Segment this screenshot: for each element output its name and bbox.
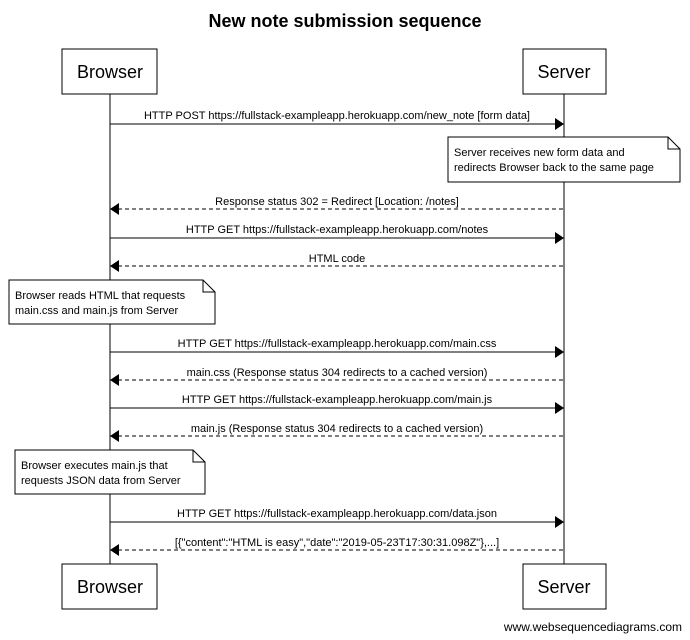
note-2-line-1: Browser reads HTML that requests [15, 290, 186, 302]
arrowhead-icon [555, 232, 564, 244]
message-5-label: HTTP GET https://fullstack-exampleapp.he… [178, 338, 497, 350]
browser-actor-bottom: Browser [61, 563, 158, 610]
note-server-redirect: Server receives new form data and redire… [447, 136, 681, 183]
footer-watermark[interactable]: www.websequencediagrams.com [503, 620, 682, 634]
message-10: [{"content":"HTML is easy","date":"2019-… [110, 537, 564, 556]
message-2-label: Response status 302 = Redirect [Location… [215, 196, 459, 208]
browser-actor-top-label: Browser [77, 62, 143, 82]
message-10-label: [{"content":"HTML is easy","date":"2019-… [175, 537, 499, 549]
message-8-label: main.js (Response status 304 redirects t… [191, 423, 483, 435]
server-actor-top: Server [522, 48, 607, 95]
server-actor-bottom: Server [522, 563, 607, 610]
message-2: Response status 302 = Redirect [Location… [110, 196, 564, 215]
note-browser-executes-js: Browser executes main.js that requests J… [14, 449, 206, 495]
message-4: HTML code [110, 253, 564, 272]
message-4-label: HTML code [309, 253, 365, 265]
message-7: HTTP GET https://fullstack-exampleapp.he… [110, 394, 564, 414]
arrowhead-icon [555, 402, 564, 414]
arrowhead-icon [110, 203, 119, 215]
note-fold-icon [192, 450, 205, 463]
arrowhead-icon [110, 430, 119, 442]
note-browser-reads-html: Browser reads HTML that requests main.cs… [8, 279, 216, 325]
message-3: HTTP GET https://fullstack-exampleapp.he… [110, 224, 564, 244]
note-2-line-2: main.css and main.js from Server [15, 305, 179, 317]
note-1-line-2: redirects Browser back to the same page [454, 162, 654, 174]
note-3-line-2: requests JSON data from Server [21, 475, 181, 487]
note-1-line-1: Server receives new form data and [454, 147, 625, 159]
arrowhead-icon [555, 516, 564, 528]
note-3-line-1: Browser executes main.js that [21, 460, 168, 472]
message-1: HTTP POST https://fullstack-exampleapp.h… [110, 110, 564, 130]
message-9: HTTP GET https://fullstack-exampleapp.he… [110, 508, 564, 528]
message-8: main.js (Response status 304 redirects t… [110, 423, 564, 442]
message-7-label: HTTP GET https://fullstack-exampleapp.he… [182, 394, 493, 406]
server-actor-top-label: Server [537, 62, 590, 82]
message-5: HTTP GET https://fullstack-exampleapp.he… [110, 338, 564, 358]
arrowhead-icon [110, 260, 119, 272]
message-1-label: HTTP POST https://fullstack-exampleapp.h… [144, 110, 530, 122]
arrowhead-icon [110, 374, 119, 386]
arrowhead-icon [110, 544, 119, 556]
browser-actor-bottom-label: Browser [77, 577, 143, 597]
message-3-label: HTTP GET https://fullstack-exampleapp.he… [186, 224, 489, 236]
arrowhead-icon [555, 346, 564, 358]
message-6: main.css (Response status 304 redirects … [110, 367, 564, 386]
message-6-label: main.css (Response status 304 redirects … [187, 367, 488, 379]
note-fold-icon [202, 280, 215, 293]
message-9-label: HTTP GET https://fullstack-exampleapp.he… [177, 508, 497, 520]
arrowhead-icon [555, 118, 564, 130]
diagram-title: New note submission sequence [208, 11, 481, 31]
browser-actor-top: Browser [61, 48, 158, 95]
note-fold-icon [667, 137, 680, 150]
server-actor-bottom-label: Server [537, 577, 590, 597]
